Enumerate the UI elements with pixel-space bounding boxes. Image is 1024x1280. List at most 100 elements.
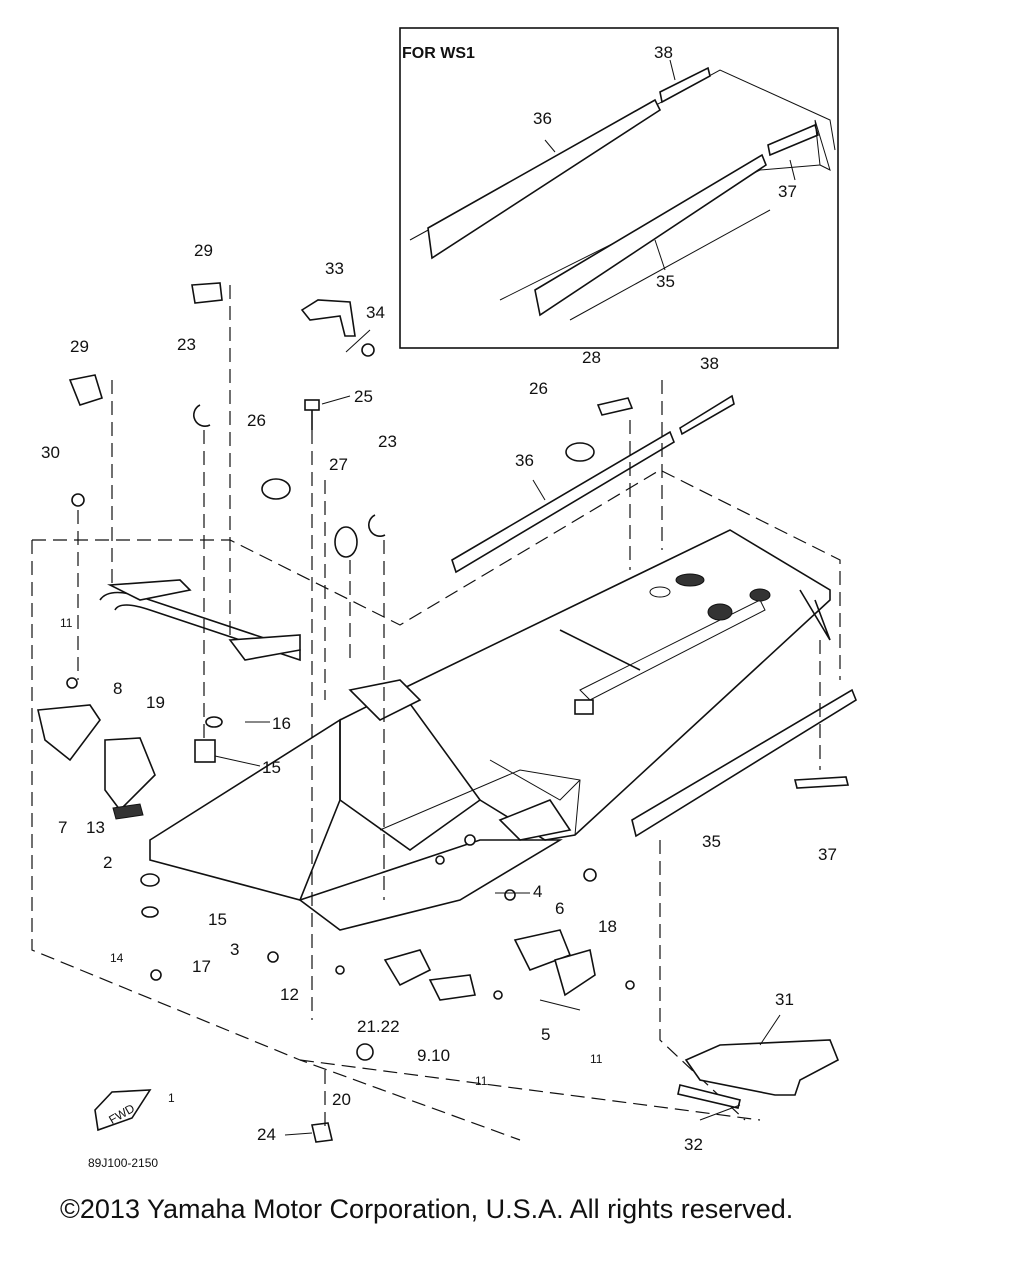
label-37: 37 bbox=[818, 845, 837, 864]
label-38: 38 bbox=[700, 354, 719, 373]
part-9-10 bbox=[428, 974, 476, 1001]
steering-post-mount bbox=[348, 679, 422, 721]
inset-leader-36 bbox=[544, 139, 556, 153]
inset-strip-37 bbox=[767, 123, 819, 157]
front-bulkhead bbox=[339, 688, 482, 851]
inset-leader-38 bbox=[669, 59, 676, 81]
label-3: 3 bbox=[230, 940, 239, 959]
label-27: 27 bbox=[329, 455, 348, 474]
label-17: 17 bbox=[192, 957, 211, 976]
part-31 bbox=[684, 1039, 840, 1096]
label-32: 32 bbox=[684, 1135, 703, 1154]
label-38-inset: 38 bbox=[654, 43, 673, 62]
part-26a bbox=[261, 478, 291, 500]
label-33: 33 bbox=[325, 259, 344, 278]
inset-frame bbox=[399, 27, 839, 349]
part-14 bbox=[150, 969, 162, 981]
label-15b: 15 bbox=[208, 910, 227, 929]
part-13 bbox=[112, 803, 144, 820]
part-11a bbox=[66, 677, 78, 689]
inset-leader-37 bbox=[789, 159, 796, 181]
leader-line-32 bbox=[699, 1104, 741, 1121]
part-28 bbox=[596, 397, 634, 416]
copyright-notice: ©2013 Yamaha Motor Corporation, U.S.A. A… bbox=[60, 1194, 794, 1224]
label-18: 18 bbox=[598, 917, 617, 936]
part-12 bbox=[335, 965, 345, 975]
tunnel-rail bbox=[579, 599, 766, 701]
label-21-22: 21.22 bbox=[357, 1017, 400, 1036]
part-24 bbox=[311, 1122, 333, 1143]
reference-frame bbox=[31, 469, 841, 1141]
leader-line-25 bbox=[321, 395, 351, 405]
inset-strip-35 bbox=[534, 153, 767, 317]
frame-left bbox=[31, 540, 521, 1141]
part-16 bbox=[205, 716, 223, 728]
label-37-inset: 37 bbox=[778, 182, 797, 201]
label-11a: 11 bbox=[60, 616, 73, 630]
rear-bracket bbox=[799, 589, 831, 641]
label-29a: 29 bbox=[194, 241, 213, 260]
inset-frame-edge-3 bbox=[569, 209, 771, 321]
leader-line-31 bbox=[759, 1014, 781, 1046]
label-23b: 23 bbox=[378, 432, 397, 451]
rivet-2 bbox=[435, 855, 445, 865]
part-4 bbox=[504, 889, 516, 901]
leader-line-11c bbox=[539, 999, 581, 1011]
callout-leaders bbox=[214, 329, 781, 1136]
front-bumper bbox=[99, 579, 301, 662]
tunnel-crossbar bbox=[559, 629, 641, 671]
label-28: 28 bbox=[582, 348, 601, 367]
inset-title: FOR WS1 bbox=[402, 45, 475, 62]
part-37 bbox=[793, 776, 850, 789]
callouts: 38 36 37 35 29 29 33 3 4 23 2 5 28 38 26 2… bbox=[41, 43, 837, 1170]
bumper-mount-right bbox=[228, 634, 301, 661]
leader-lines bbox=[77, 285, 821, 1130]
label-30: 30 bbox=[41, 443, 60, 462]
tunnel-hole-1 bbox=[675, 573, 705, 587]
label-4: 4 bbox=[533, 882, 542, 901]
fwd-arrow-icon bbox=[94, 1089, 152, 1132]
drawing-number: 89J100-2150 bbox=[88, 1156, 158, 1170]
label-5: 5 bbox=[541, 1025, 550, 1044]
label-7: 7 bbox=[58, 818, 67, 837]
label-26b: 26 bbox=[529, 379, 548, 398]
label-19: 19 bbox=[146, 693, 165, 712]
part-23b bbox=[368, 514, 386, 537]
inset-bracket bbox=[814, 119, 831, 171]
part-30 bbox=[71, 493, 85, 507]
leader-line-24 bbox=[284, 1132, 313, 1136]
label-11c: 11 bbox=[590, 1052, 603, 1066]
tunnel-hole-3 bbox=[749, 588, 771, 602]
label-36-inset: 36 bbox=[533, 109, 552, 128]
label-2: 2 bbox=[103, 853, 112, 872]
label-35-inset: 35 bbox=[656, 272, 675, 291]
part-29a bbox=[191, 282, 223, 304]
label-13: 13 bbox=[86, 818, 105, 837]
part-18 bbox=[583, 868, 597, 882]
label-23a: 23 bbox=[177, 335, 196, 354]
part-23a bbox=[193, 404, 211, 427]
label-36: 36 bbox=[515, 451, 534, 470]
label-31: 31 bbox=[775, 990, 794, 1009]
part-34 bbox=[361, 343, 375, 357]
frame-top bbox=[32, 469, 841, 680]
part-32 bbox=[677, 1084, 741, 1109]
frame-right bbox=[659, 840, 746, 1121]
part-15a bbox=[194, 739, 216, 763]
part-5 bbox=[554, 948, 596, 997]
label-29b: 29 bbox=[70, 337, 89, 356]
label-20: 20 bbox=[332, 1090, 351, 1109]
part-8 bbox=[104, 737, 156, 812]
chassis bbox=[149, 529, 831, 931]
label-14: 14 bbox=[110, 951, 124, 965]
label-26a: 26 bbox=[247, 411, 266, 430]
label-6: 6 bbox=[555, 899, 564, 918]
label-11b: 11 bbox=[475, 1074, 488, 1088]
label-15a: 15 bbox=[262, 758, 281, 777]
side-cover bbox=[498, 799, 572, 841]
side-panel bbox=[379, 769, 581, 836]
part-7 bbox=[37, 704, 101, 762]
inset-ws1: FOR WS1 bbox=[399, 27, 839, 349]
front-frame bbox=[149, 718, 341, 901]
inset-strip-36 bbox=[427, 98, 662, 260]
